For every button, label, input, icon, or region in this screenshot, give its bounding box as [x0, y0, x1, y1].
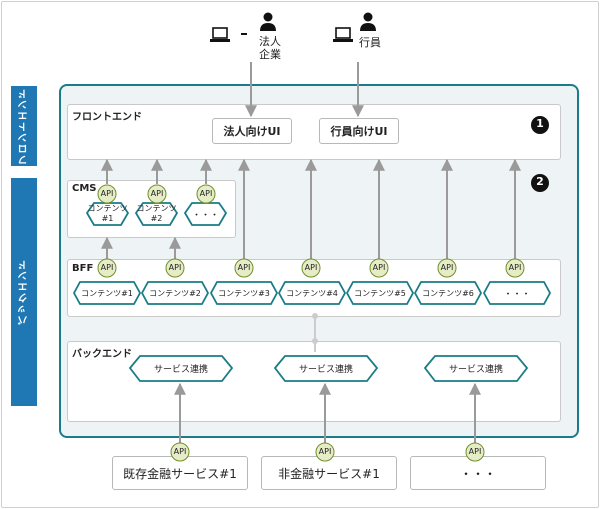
marker-1	[531, 116, 549, 134]
source-non-finance[interactable]: 非金融サービス#1	[261, 456, 397, 490]
bff-title: BFF	[72, 263, 94, 274]
service-link-hex[interactable]	[128, 355, 234, 382]
api-badge	[147, 184, 167, 204]
ui-staff-button[interactable]: 行員向けUI	[319, 118, 399, 144]
cms-content-more-label: ・・・	[191, 211, 219, 221]
api-badge	[97, 258, 117, 278]
api-label: API	[318, 447, 332, 456]
cms-content-2-label: コンテンツ#2	[136, 204, 177, 223]
bff-content-label: コンテンツ#5	[354, 289, 406, 298]
api-label: API	[508, 263, 522, 272]
api-badge	[437, 258, 457, 278]
cms-title: CMS	[72, 183, 97, 194]
api-badge	[505, 258, 525, 278]
api-label: API	[100, 263, 114, 272]
backend-title: バックエンド	[72, 349, 132, 360]
marker-2-label: 2	[536, 175, 544, 188]
api-badge	[315, 442, 335, 462]
api-label: API	[168, 263, 182, 272]
bff-content-label: コンテンツ#3	[218, 289, 270, 298]
api-badge	[165, 258, 185, 278]
api-label: API	[237, 263, 251, 272]
user-staff-label: 行員	[359, 36, 381, 49]
user-corporate-label-2: 企業	[259, 48, 281, 61]
bff-content-hex[interactable]	[345, 281, 415, 305]
laptop-icon	[333, 27, 353, 42]
marker-2	[531, 174, 549, 192]
side-label-backend: バックエンド	[11, 178, 37, 406]
bff-content-hex[interactable]	[413, 281, 483, 305]
api-label: API	[100, 189, 114, 198]
api-label: API	[173, 447, 187, 456]
api-badge	[234, 258, 254, 278]
bff-content-hex[interactable]	[277, 281, 347, 305]
api-label: API	[372, 263, 386, 272]
service-link-label: サービス連携	[448, 365, 503, 375]
api-badge	[170, 442, 190, 462]
bff-content-hex[interactable]	[72, 281, 142, 305]
api-label: API	[304, 263, 318, 272]
frontend-title: フロントエンド	[72, 112, 142, 123]
bff-content-hex[interactable]	[482, 281, 552, 305]
api-badge	[97, 184, 117, 204]
api-label: API	[468, 447, 482, 456]
source-existing-finance[interactable]: 既存金融サービス#1	[112, 456, 248, 490]
dash-icon	[241, 33, 247, 35]
bff-content-label: コンテンツ#1	[81, 289, 133, 298]
service-link-hex[interactable]	[423, 355, 529, 382]
api-badge	[301, 258, 321, 278]
bff-content-hex[interactable]	[140, 281, 210, 305]
user-corporate-label-1: 法人	[259, 35, 281, 48]
bff-content-label: コンテンツ#6	[422, 289, 474, 298]
cms-content-hex[interactable]	[85, 202, 130, 226]
frontend-layer	[67, 104, 561, 160]
bff-content-label: ・・・	[503, 290, 531, 300]
marker-1-label: 1	[536, 117, 544, 130]
api-badge	[196, 184, 216, 204]
ui-corporate-button[interactable]: 法人向けUI	[212, 118, 292, 144]
api-label: API	[440, 263, 454, 272]
bff-content-label: コンテンツ#4	[286, 289, 338, 298]
api-badge	[369, 258, 389, 278]
api-label: API	[199, 189, 213, 198]
person-icon	[360, 12, 376, 31]
api-badge	[465, 442, 485, 462]
side-label-frontend: フロントエンド	[11, 86, 37, 166]
cms-content-1-label: コンテンツ#1	[87, 204, 128, 223]
service-link-label: サービス連携	[153, 365, 208, 375]
cms-content-hex[interactable]	[183, 202, 228, 226]
laptop-icon	[210, 27, 230, 42]
service-link-label: サービス連携	[298, 365, 353, 375]
cms-content-hex[interactable]	[134, 202, 179, 226]
api-label: API	[150, 189, 164, 198]
person-icon	[260, 12, 276, 31]
service-link-hex[interactable]	[273, 355, 379, 382]
bff-content-label: コンテンツ#2	[149, 289, 201, 298]
bff-content-hex[interactable]	[209, 281, 279, 305]
